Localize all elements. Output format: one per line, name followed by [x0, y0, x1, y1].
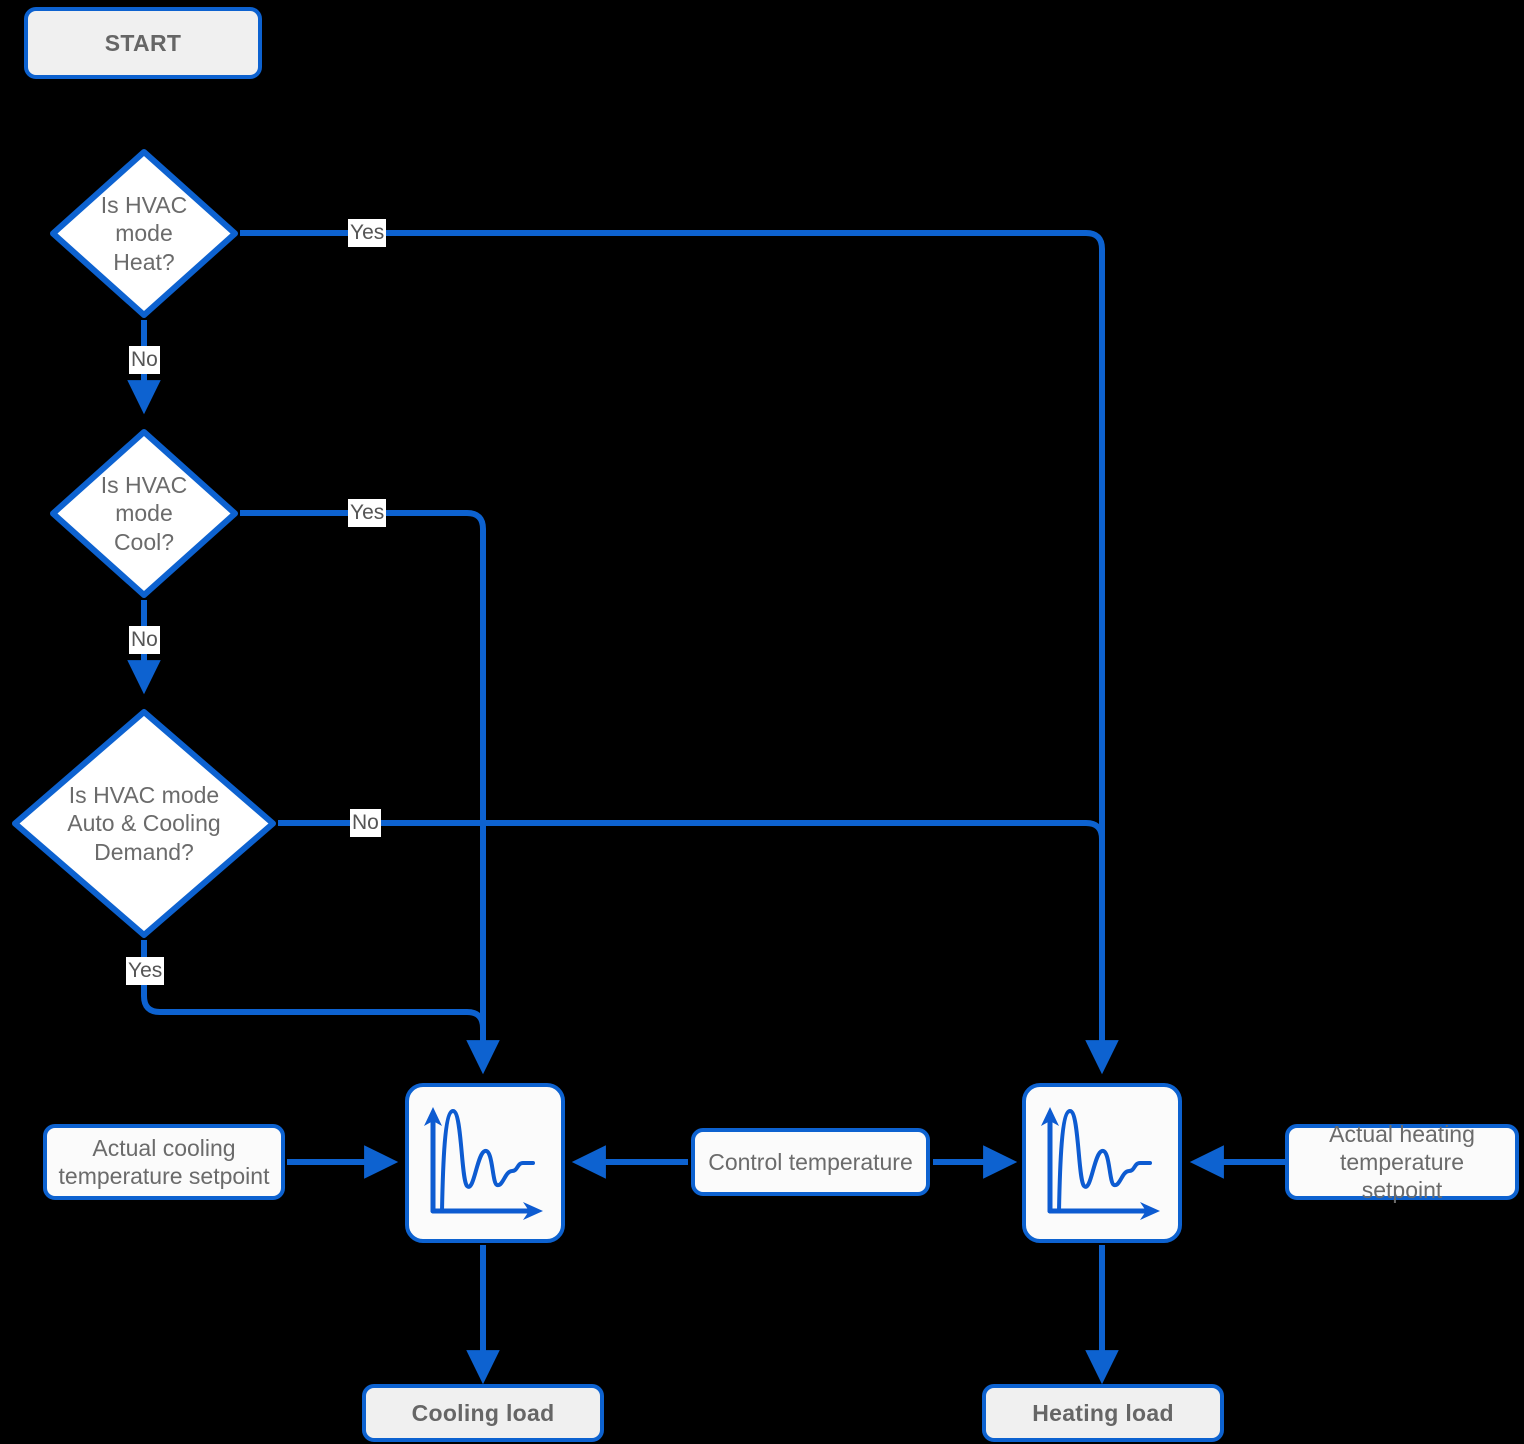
- start-terminator[interactable]: START: [24, 7, 262, 79]
- edge-label-heat-yes: Yes: [348, 219, 387, 248]
- edge-label-auto-no: No: [350, 809, 381, 838]
- cooling-load-label: Cooling load: [411, 1399, 555, 1426]
- heating-load-label: Heating load: [1032, 1399, 1174, 1426]
- edge-label-heat-no: No: [129, 346, 160, 375]
- decision-hvac-mode-cool[interactable]: Is HVAC mode Cool?: [48, 427, 240, 600]
- cooling-setpoint-label: Actual cooling temperature setpoint: [58, 1134, 270, 1189]
- line-chart-icon: [1041, 1107, 1160, 1220]
- diamond-shape: [50, 429, 238, 598]
- actual-heating-temperature-setpoint-box[interactable]: Actual heating temperature setpoint: [1285, 1121, 1519, 1203]
- line-chart-icon: [424, 1107, 543, 1220]
- control-temperature-label: Control temperature: [708, 1148, 913, 1175]
- edge-auto-yes: [141, 940, 486, 1029]
- heating-setpoint-label: Actual heating temperature setpoint: [1329, 1120, 1475, 1204]
- decision-cool-label: Is HVAC mode Cool?: [100, 472, 188, 555]
- edge-label-cool-no: No: [129, 626, 160, 655]
- decision-heat-label: Is HVAC mode Heat?: [100, 192, 188, 275]
- edge-label-cool-yes: Yes: [348, 499, 387, 528]
- diamond-shape: [12, 709, 276, 938]
- decision-auto-label: Is HVAC mode Auto & Cooling Demand?: [67, 782, 221, 865]
- edge-auto-no: [278, 820, 1105, 840]
- cooling-load-terminator[interactable]: Cooling load: [362, 1384, 604, 1442]
- actual-cooling-temperature-setpoint-box[interactable]: Actual cooling temperature setpoint: [43, 1124, 285, 1200]
- heating-load-terminator[interactable]: Heating load: [982, 1384, 1224, 1442]
- edge-label-auto-yes: Yes: [126, 957, 165, 986]
- decision-hvac-mode-heat[interactable]: Is HVAC mode Heat?: [48, 147, 240, 320]
- heating-process-box[interactable]: [1022, 1083, 1182, 1243]
- decision-hvac-mode-auto-cooling-demand[interactable]: Is HVAC mode Auto & Cooling Demand?: [10, 707, 278, 940]
- edge-heat-yes: [240, 230, 1119, 1075]
- start-label: START: [104, 29, 182, 56]
- cooling-process-box[interactable]: [405, 1083, 565, 1243]
- diamond-shape: [50, 149, 238, 318]
- control-temperature-box[interactable]: Control temperature: [691, 1128, 930, 1196]
